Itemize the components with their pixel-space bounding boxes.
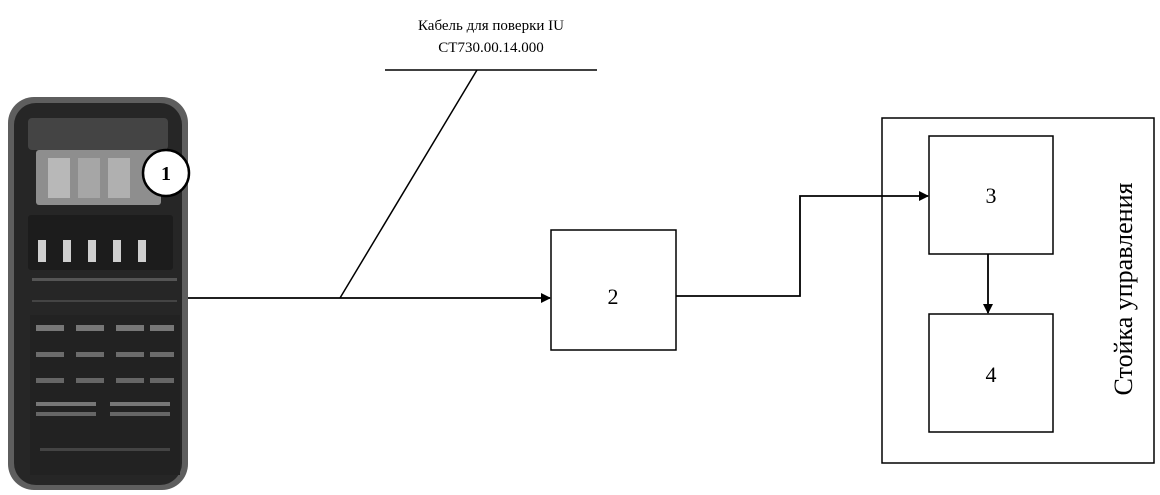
block-3 — [928, 135, 1054, 255]
block-2-label: 2 — [608, 284, 619, 309]
device-marker-circle — [141, 148, 191, 198]
block-4 — [928, 313, 1054, 433]
cable-label-line2: СТ730.00.14.000 — [438, 40, 543, 56]
block-3-label: 3 — [986, 183, 997, 208]
block-4-label: 4 — [986, 362, 997, 387]
block-2 — [550, 229, 677, 351]
cable-leader-line — [339, 69, 478, 299]
handheld-device — [8, 97, 188, 490]
connector-block2-to-block3 — [676, 191, 929, 297]
device-marker-label: 1 — [161, 163, 171, 185]
control-rack-label: Стойка управления — [1109, 183, 1138, 396]
control-rack — [881, 117, 1155, 464]
cable-label-line1: Кабель для поверки IU — [418, 18, 564, 34]
